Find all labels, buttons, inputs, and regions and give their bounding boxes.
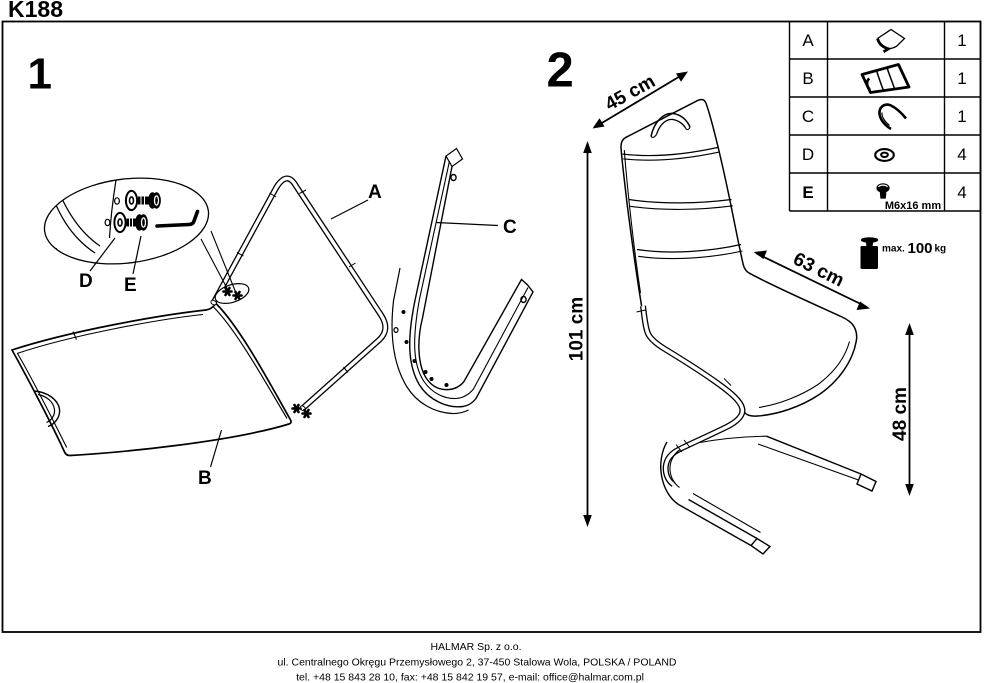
svg-text:K188: K188	[8, 0, 63, 22]
svg-text:4: 4	[957, 145, 966, 164]
svg-text:A: A	[368, 182, 382, 203]
svg-text:D: D	[802, 145, 814, 164]
svg-text:1: 1	[28, 50, 52, 99]
svg-text:4: 4	[957, 183, 966, 202]
svg-text:E: E	[802, 183, 813, 202]
svg-text:63 cm: 63 cm	[790, 249, 848, 292]
svg-text:48 cm: 48 cm	[890, 387, 911, 441]
svg-text:B: B	[802, 69, 813, 88]
svg-text:C: C	[503, 217, 517, 238]
svg-text:ul. Centralnego Okręgu Przemys: ul. Centralnego Okręgu Przemysłowego 2, …	[277, 657, 676, 669]
svg-text:tel. +48 15 843 28 10, fax: +4: tel. +48 15 843 28 10, fax: +48 15 842 1…	[296, 672, 644, 683]
svg-text:45 cm: 45 cm	[602, 71, 659, 115]
svg-text:2: 2	[547, 44, 574, 98]
svg-text:max.: max.	[882, 244, 905, 255]
svg-text:100: 100	[908, 240, 933, 257]
svg-text:HALMAR Sp. z o.o.: HALMAR Sp. z o.o.	[430, 641, 521, 653]
svg-text:1: 1	[957, 107, 966, 126]
svg-text:1: 1	[957, 69, 966, 88]
svg-text:D: D	[79, 271, 93, 292]
svg-text:kg: kg	[935, 244, 947, 255]
svg-text:M6x16 mm: M6x16 mm	[885, 200, 941, 212]
svg-text:E: E	[124, 275, 137, 296]
svg-text:C: C	[802, 107, 814, 126]
svg-text:B: B	[198, 468, 212, 489]
svg-text:1: 1	[957, 31, 966, 50]
svg-text:101 cm: 101 cm	[567, 297, 588, 361]
svg-text:A: A	[802, 31, 814, 50]
